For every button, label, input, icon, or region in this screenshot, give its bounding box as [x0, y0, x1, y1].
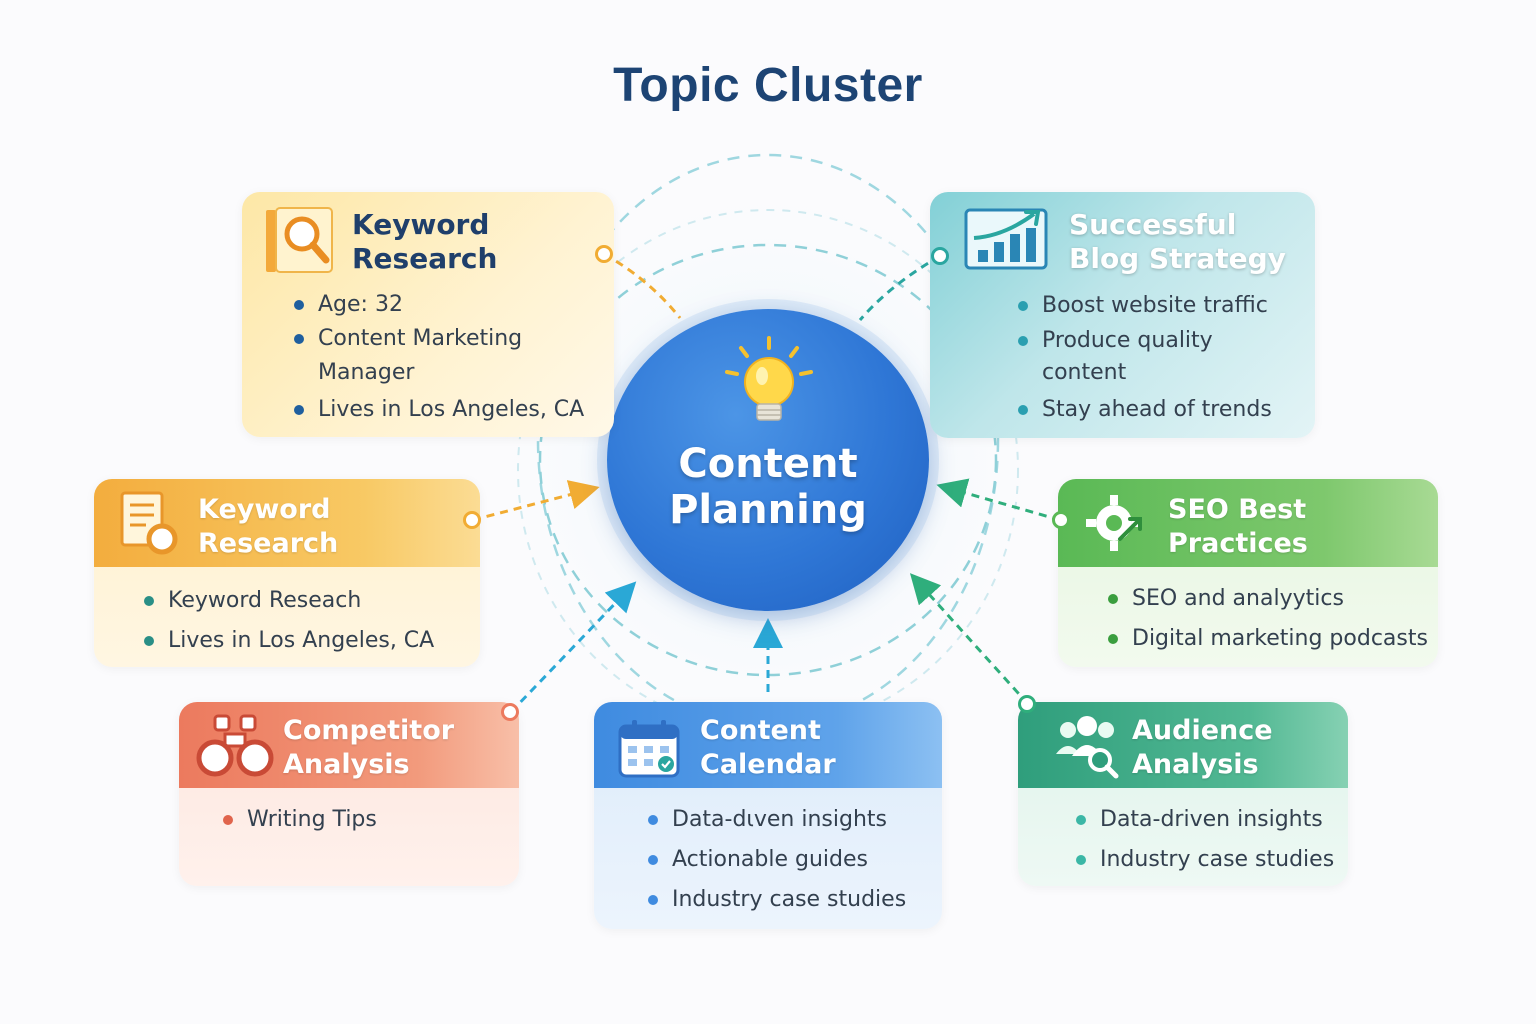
card-title: SEO Best Practices — [1168, 494, 1308, 559]
card-item-list: Keyword Reseach Lives in Los Angeles, CA — [144, 581, 474, 661]
list-item: Writing Tips — [223, 800, 503, 840]
connector-competitor — [509, 581, 637, 714]
card-title: Content Calendar — [700, 715, 836, 780]
list-item: Data-driven insights — [1076, 800, 1346, 840]
connector-node-blog — [931, 247, 949, 265]
list-item: Manager — [318, 360, 415, 385]
card-title: Keyword Research — [198, 494, 339, 559]
list-item: Boost website traffic — [1018, 288, 1308, 324]
connector-node-competitor — [501, 703, 519, 721]
card-keyword-research-mid[interactable]: Keyword Research Keyword Reseach Lives i… — [94, 479, 480, 667]
lightbulb-icon — [725, 336, 813, 421]
gear-arrow-icon — [1086, 495, 1142, 551]
list-item: Actionable guides — [648, 840, 938, 880]
card-title: Keyword Research — [352, 208, 498, 275]
list-item: SEO and analyytics — [1108, 579, 1436, 619]
connector-node-seo — [1052, 511, 1070, 529]
card-successful-blog-strategy[interactable]: Successful Blog Strategy Boost website t… — [930, 192, 1315, 438]
central-topic-line2: Planning — [669, 487, 867, 533]
card-item-list: SEO and analyytics Digital marketing pod… — [1108, 579, 1436, 659]
central-topic-label: Content Planning — [607, 441, 929, 533]
card-seo-best-practices[interactable]: SEO Best Practices SEO and analyytics Di… — [1058, 479, 1438, 667]
people-search-icon — [1056, 716, 1119, 779]
page-title: Topic Cluster — [613, 59, 923, 112]
connector-keyword-top — [603, 252, 682, 319]
list-item: Produce quality — [1018, 324, 1308, 358]
connector-node-keyword-mid — [463, 511, 481, 529]
central-topic-line1: Content — [678, 441, 858, 487]
card-audience-analysis[interactable]: Audience Analysis Data-driven insights I… — [1018, 702, 1348, 886]
card-title: Audience Analysis — [1132, 715, 1273, 780]
central-topic-node[interactable]: Content Planning — [607, 309, 929, 611]
growth-chart-icon — [964, 208, 1048, 270]
calendar-icon — [618, 720, 680, 778]
card-content-calendar[interactable]: Content Calendar Data-dιven insights Act… — [594, 702, 942, 929]
connector-node-audience — [1018, 695, 1036, 713]
card-item-list: Data-driven insights Industry case studi… — [1076, 800, 1346, 880]
card-item-list: Data-dιven insights Actionable guides In… — [648, 800, 938, 920]
card-title: Competitor Analysis — [283, 715, 455, 780]
list-item: Data-dιven insights — [648, 800, 938, 840]
card-competitor-analysis[interactable]: Competitor Analysis Writing Tips — [179, 702, 519, 886]
list-item: Keyword Reseach — [144, 581, 474, 621]
document-magnifier-icon — [120, 491, 178, 555]
list-item: Digital marketing podcasts — [1108, 619, 1436, 659]
connector-node-keyword-top — [595, 245, 613, 263]
connector-keyword-mid — [472, 480, 600, 522]
list-item: Content Marketing — [294, 322, 614, 356]
list-item: Industry case studies — [1076, 840, 1346, 880]
list-item: Age: 32 — [294, 288, 614, 322]
connector-seo — [936, 478, 1061, 522]
list-item: content — [1042, 360, 1127, 385]
card-keyword-research-top[interactable]: Keyword Research Age: 32 Content Marketi… — [242, 192, 614, 437]
list-item: Lives in Los Angeles, CA — [294, 390, 614, 430]
card-item-list: Age: 32 Content Marketing Manager Lives … — [294, 288, 614, 430]
list-item: Lives in Los Angeles, CA — [144, 621, 474, 661]
card-title: Successful Blog Strategy — [1069, 208, 1286, 275]
card-item-list: Boost website traffic Produce quality co… — [1018, 288, 1308, 432]
list-item: Stay ahead of trends — [1018, 388, 1308, 432]
card-item-list: Writing Tips — [223, 800, 503, 840]
magnifier-document-icon — [266, 207, 333, 273]
binoculars-icon — [196, 714, 274, 777]
list-item: Industry case studies — [648, 880, 938, 920]
